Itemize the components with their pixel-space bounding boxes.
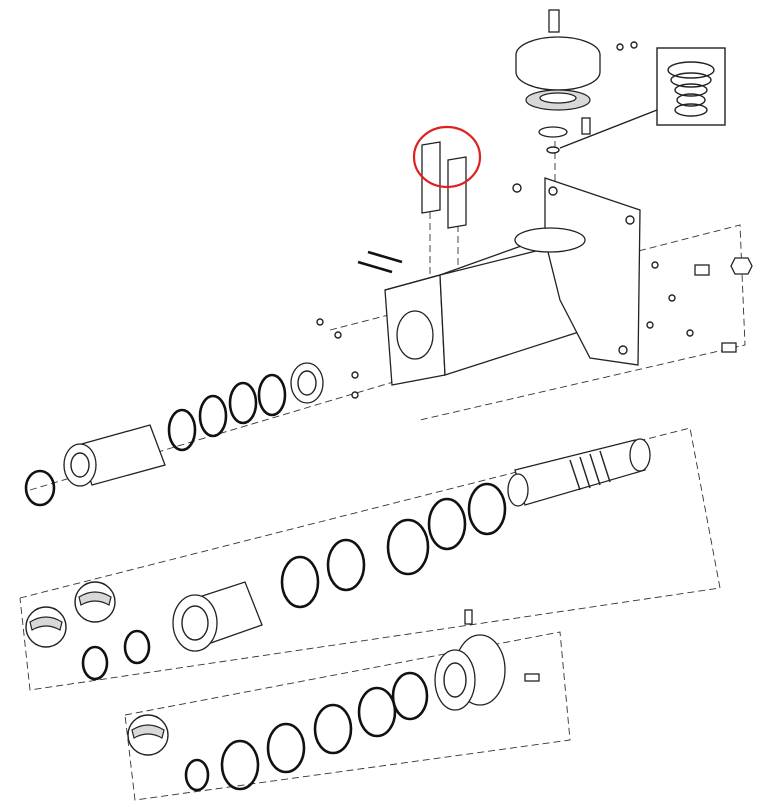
highlight-circle xyxy=(412,125,482,189)
o-ring xyxy=(427,497,467,551)
o-ring xyxy=(280,555,320,609)
front-head-face xyxy=(63,443,97,487)
fitting xyxy=(581,117,591,135)
bolt xyxy=(721,342,737,353)
lower-seal-set xyxy=(220,671,429,791)
pin xyxy=(357,260,393,274)
o-ring xyxy=(257,373,287,417)
seal-detail-callout xyxy=(74,581,116,623)
o-ring xyxy=(266,722,306,774)
top-cover-assembly xyxy=(515,9,638,154)
sleeve-face xyxy=(172,594,218,652)
front-head xyxy=(24,424,166,507)
hex-nut xyxy=(730,257,753,275)
seal-ring xyxy=(123,629,151,665)
cap-screw xyxy=(524,673,540,682)
upper-seal-set xyxy=(167,362,324,452)
o-ring xyxy=(228,381,258,425)
leader-line xyxy=(559,109,658,149)
valve-disc xyxy=(538,126,568,138)
pins xyxy=(357,250,403,274)
piston-body xyxy=(514,439,646,506)
bottom-assembly-boundary xyxy=(124,631,571,801)
wear-plate-left xyxy=(421,141,441,214)
top-cover-side xyxy=(515,55,601,91)
rear-cap xyxy=(434,609,540,711)
seal-ring xyxy=(81,645,109,681)
inset-frame xyxy=(656,47,726,126)
side-fittings xyxy=(316,257,753,399)
o-ring xyxy=(386,518,430,576)
o-ring xyxy=(220,739,260,791)
o-ring xyxy=(391,671,429,721)
o-ring xyxy=(326,538,366,592)
spring-detail-inset xyxy=(559,47,726,149)
fitting xyxy=(694,264,710,276)
top-port xyxy=(514,227,586,253)
seal-details xyxy=(25,581,210,792)
seal-ring xyxy=(184,758,210,792)
cap-screw xyxy=(548,9,560,33)
main-housing xyxy=(384,177,641,386)
rear-cap-body xyxy=(434,649,476,711)
housing-bore xyxy=(396,310,434,360)
bushing xyxy=(290,362,324,404)
small-fastener xyxy=(616,43,624,51)
seal-detail-callout xyxy=(25,606,67,648)
wear-plate-right xyxy=(447,156,467,229)
o-ring xyxy=(167,408,197,452)
pin xyxy=(367,250,403,264)
piston xyxy=(507,438,651,507)
diaphragm-center xyxy=(539,92,577,104)
o-ring xyxy=(467,482,507,536)
middle-seal-set xyxy=(280,482,507,609)
seal-ring xyxy=(24,469,56,507)
o-ring xyxy=(357,686,397,738)
piston-end xyxy=(507,473,529,507)
cylinder-sleeve xyxy=(172,581,263,652)
cap-screw xyxy=(464,609,473,625)
o-ring xyxy=(198,394,228,438)
seal-detail-callout xyxy=(127,714,169,756)
o-ring xyxy=(313,703,353,755)
wear-plates xyxy=(412,125,482,229)
small-washer xyxy=(546,146,560,154)
small-fastener xyxy=(630,41,638,49)
